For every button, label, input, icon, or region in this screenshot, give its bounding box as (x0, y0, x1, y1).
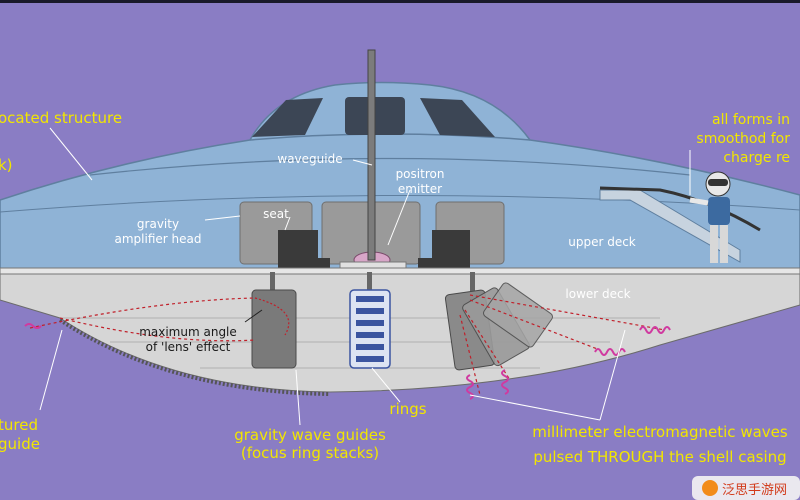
label-top-left: ocated structure (0, 109, 122, 127)
label-gravity-wave-guides: (focus ring stacks) (241, 444, 379, 462)
em-wave-coil (24, 323, 42, 329)
leader-line (284, 216, 291, 231)
label-top-right: all forms in (712, 112, 790, 128)
lens-beam-line (59, 317, 256, 342)
label-bottom-left: tured (0, 416, 38, 434)
strut (270, 272, 275, 292)
lens-beam-line (469, 299, 601, 351)
hull-ridge (0, 194, 800, 213)
label-top-left: k) (0, 156, 13, 174)
leader-line (469, 394, 601, 421)
gravity-wave-guide (349, 289, 391, 369)
label-gravity-wave-guides: gravity wave guides (234, 426, 386, 444)
label-lower-deck: lower deck (565, 287, 630, 301)
leader-line (599, 329, 626, 421)
label-max-angle: of 'lens' effect (146, 340, 231, 354)
lower-hull (0, 271, 800, 393)
label-top-right: charge re (723, 150, 790, 166)
leader-line (49, 127, 93, 181)
seat-icon (418, 230, 470, 268)
dome-window (420, 98, 495, 137)
top-border (0, 0, 800, 3)
leader-line (204, 215, 241, 221)
label-waveguide: waveguide (277, 152, 342, 166)
em-wave-coil (466, 326, 671, 400)
label-mm-waves: pulsed THROUGH the shell casing (533, 448, 786, 466)
label-gravity-amplifier: gravity (137, 217, 179, 231)
label-mm-waves: millimeter electromagnetic waves (532, 423, 788, 441)
strut (470, 272, 475, 292)
leader-line (39, 329, 63, 411)
label-seat: seat (263, 207, 289, 221)
gravity-wave-guide (444, 282, 553, 371)
label-max-angle: maximum angle (139, 325, 237, 339)
strut (367, 272, 372, 292)
leader-line (352, 159, 373, 166)
label-positron-emitter: emitter (398, 182, 442, 196)
watermark: 泛思手游网 (692, 476, 800, 500)
person-figure (689, 171, 731, 263)
label-gravity-amplifier: amplifier head (115, 232, 202, 246)
deck-floor (0, 267, 800, 275)
lens-beam-line (29, 297, 256, 329)
lens-beam-line (459, 314, 481, 396)
watermark-logo-icon (702, 480, 718, 496)
leader-line (387, 189, 411, 246)
label-bottom-left: guide (0, 435, 40, 453)
seat-icon (278, 230, 330, 268)
hull-ridge (89, 157, 691, 176)
lens-angle-arc (254, 297, 290, 336)
lens-beam-line (464, 309, 511, 381)
leader-line (371, 367, 401, 403)
label-rings: rings (389, 400, 426, 418)
label-upper-deck: upper deck (568, 235, 636, 249)
waveguide-mast (367, 49, 376, 261)
gravity-wave-guide (251, 289, 297, 369)
label-top-right: smoothod for (696, 131, 790, 147)
label-positron-emitter: positron (396, 167, 445, 181)
leader-line (295, 369, 301, 426)
leader-line (244, 309, 263, 323)
emitter-base (339, 261, 407, 269)
dome-window (252, 98, 323, 137)
shell-casing-hatch (58, 318, 331, 396)
watermark-text: 泛思手游网 (722, 483, 787, 498)
upper-hull (0, 81, 800, 273)
